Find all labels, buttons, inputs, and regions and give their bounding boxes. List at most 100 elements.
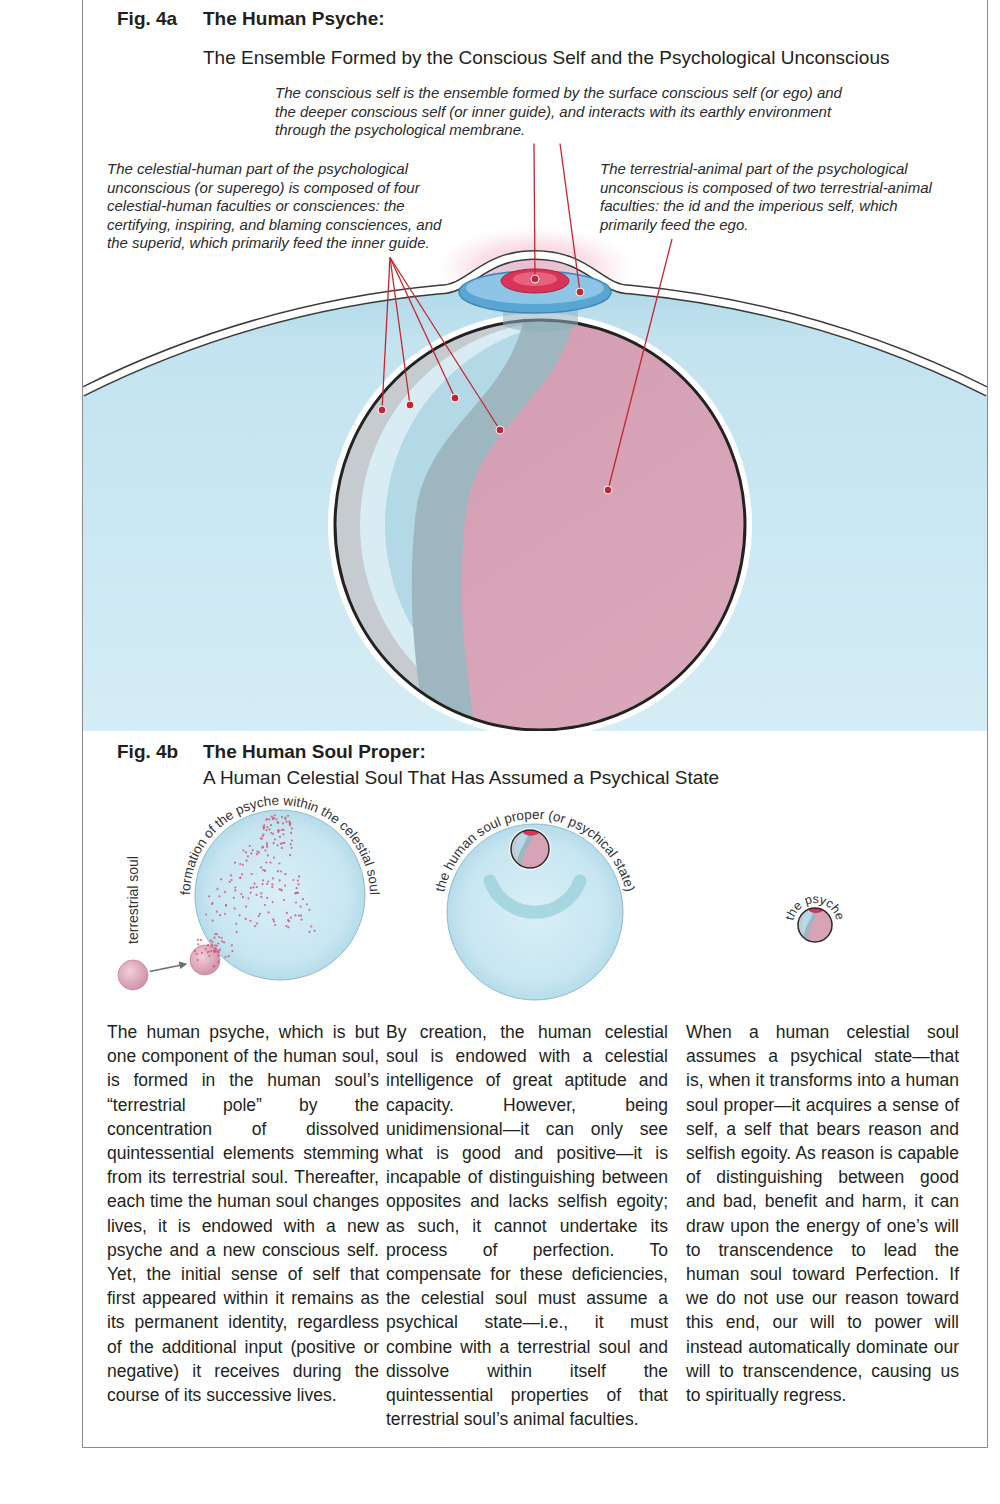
dot xyxy=(266,883,268,885)
dot xyxy=(253,883,255,885)
callout-text: The terrestrial-animal part of the psych… xyxy=(600,160,958,234)
dot xyxy=(273,920,275,922)
dot xyxy=(280,870,282,872)
dot xyxy=(277,844,279,846)
dot xyxy=(197,939,199,941)
dot xyxy=(262,846,264,848)
sphere-outline xyxy=(335,320,745,730)
dot xyxy=(279,879,281,881)
dot xyxy=(234,886,236,888)
dot xyxy=(229,881,231,883)
dot xyxy=(214,937,216,939)
dot xyxy=(274,924,276,926)
dot xyxy=(281,816,283,818)
dot xyxy=(216,945,218,947)
dot xyxy=(306,903,308,905)
dot xyxy=(213,950,215,952)
dot xyxy=(194,950,196,952)
node-outline: the psyche xyxy=(770,875,860,950)
dot xyxy=(263,834,265,836)
dot xyxy=(231,950,233,952)
dot xyxy=(221,937,223,939)
dot xyxy=(214,933,216,935)
dot xyxy=(273,842,275,844)
dot xyxy=(219,914,221,916)
frame-line xyxy=(83,1447,988,1448)
dot xyxy=(272,818,274,820)
dot xyxy=(262,879,264,881)
dot xyxy=(281,842,283,844)
dot xyxy=(314,930,316,932)
dot xyxy=(272,833,274,835)
dot xyxy=(277,821,279,823)
leader-line xyxy=(560,144,580,293)
dot xyxy=(213,965,215,967)
dot xyxy=(268,828,270,830)
dot xyxy=(246,860,248,862)
figure-subtitle: A Human Celestial Soul That Has Assumed … xyxy=(203,766,719,790)
leader-dot xyxy=(531,275,539,283)
circle-label: formation of the psyche within the celes… xyxy=(178,793,382,895)
dot xyxy=(213,965,215,967)
dot xyxy=(240,893,242,895)
dot xyxy=(286,912,288,914)
dot xyxy=(285,925,287,927)
dot xyxy=(273,857,275,859)
dot xyxy=(272,901,274,903)
dot xyxy=(258,915,260,917)
circle-label-group: the human soul proper (or psychical stat… xyxy=(432,807,637,893)
dot xyxy=(211,941,213,943)
dot xyxy=(290,917,292,919)
psyche-circle: the psyche xyxy=(770,875,860,950)
dot xyxy=(228,955,230,957)
circle-label: the psyche xyxy=(783,892,848,922)
dot xyxy=(278,862,280,864)
dot xyxy=(234,889,236,891)
dot xyxy=(256,853,258,855)
dot xyxy=(224,956,226,958)
dot xyxy=(212,920,214,922)
dot xyxy=(211,944,213,946)
dot xyxy=(297,880,299,882)
dot xyxy=(290,832,292,834)
dot xyxy=(230,874,232,876)
callout-text: The conscious self is the ensemble forme… xyxy=(275,84,850,140)
dot xyxy=(262,883,264,885)
dot xyxy=(217,954,219,956)
dot xyxy=(214,949,216,951)
dot xyxy=(282,822,284,824)
dot xyxy=(308,931,310,933)
dot xyxy=(234,908,236,910)
dot xyxy=(284,873,286,875)
dot xyxy=(259,913,261,915)
crescent xyxy=(490,881,580,912)
dot xyxy=(245,906,247,908)
dot xyxy=(301,919,303,921)
dot xyxy=(217,961,219,963)
node-outline: the human soul proper (or psychical stat… xyxy=(420,797,650,1022)
unconscious-sphere xyxy=(330,280,800,731)
human-soul-circle: the human soul proper (or psychical stat… xyxy=(420,797,650,1022)
dot xyxy=(210,950,212,952)
dot xyxy=(300,915,302,917)
dot xyxy=(205,948,207,950)
dot xyxy=(267,881,269,883)
dot xyxy=(256,894,258,896)
dot xyxy=(250,852,252,854)
dot xyxy=(291,827,293,829)
dot xyxy=(211,945,213,947)
dot xyxy=(216,911,218,913)
body-paragraph: When a human celestial soul assumes a ps… xyxy=(686,1020,959,1407)
dot xyxy=(271,886,273,888)
dot xyxy=(245,851,247,853)
dot xyxy=(261,847,263,849)
dot xyxy=(210,943,212,945)
body-paragraph: By creation, the human celestial soul is… xyxy=(386,1020,668,1431)
dot xyxy=(207,944,209,946)
dot xyxy=(234,862,236,864)
leader-dots xyxy=(378,275,612,494)
dot xyxy=(280,889,282,891)
dot xyxy=(294,892,296,894)
arrow-line xyxy=(150,965,182,972)
dot xyxy=(281,829,283,831)
